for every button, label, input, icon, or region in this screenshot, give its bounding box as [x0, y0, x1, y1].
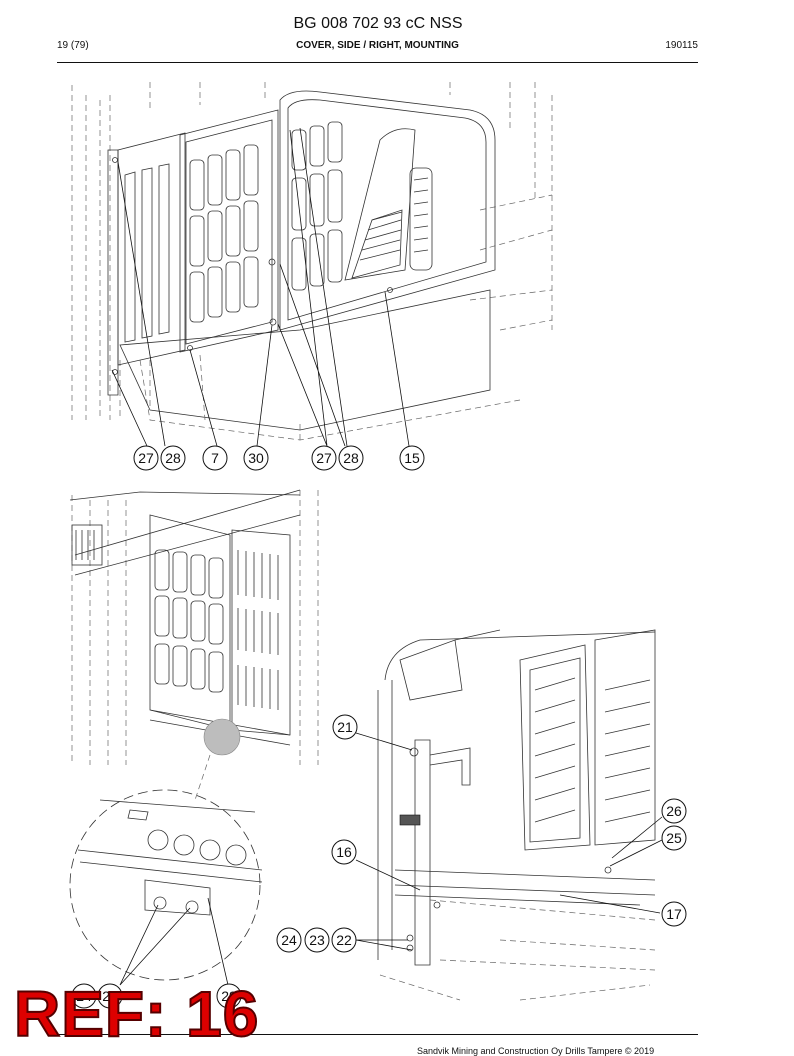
callout-24: 24	[281, 932, 297, 948]
callout-30: 30	[248, 450, 264, 466]
header-rule	[57, 62, 698, 63]
callout-25: 25	[666, 830, 682, 846]
callout-22: 22	[336, 932, 352, 948]
louver-slats	[534, 677, 651, 823]
callout-17: 17	[666, 906, 682, 922]
revision-date: 190115	[665, 40, 698, 51]
top-assembly-view: 27 28 7 30 27 28 15	[71, 82, 553, 471]
header-row: 19 (79) COVER, SIDE / RIGHT, MOUNTING 19…	[57, 40, 698, 56]
callout-21: 21	[337, 719, 353, 735]
grille-slots-middle	[189, 144, 259, 323]
callout-23: 23	[309, 932, 325, 948]
footer-copyright: Sandvik Mining and Construction Oy Drill…	[417, 1046, 655, 1056]
grille-slots-lower-left	[154, 549, 224, 693]
callout-29: 29	[221, 988, 237, 1004]
bottom-left-view: 24 25 29	[69, 489, 319, 1009]
callout-16: 16	[336, 844, 352, 860]
callout-15: 15	[404, 450, 420, 466]
ref-stamp: REF: 16	[13, 978, 260, 1050]
callout-25-detail: 25	[102, 988, 118, 1004]
callout-27-right: 27	[316, 450, 332, 466]
bottom-left-callouts: 24 25 29	[71, 983, 242, 1009]
document-code: BG 008 702 93 cC NSS	[293, 15, 463, 32]
callout-7: 7	[211, 450, 219, 466]
callout-28-right: 28	[343, 450, 359, 466]
page-title: COVER, SIDE / RIGHT, MOUNTING	[296, 40, 459, 51]
callout-28-left: 28	[165, 450, 181, 466]
callout-27-left: 27	[138, 450, 154, 466]
footer-rule	[57, 1034, 698, 1035]
top-callouts: 27 28 7 30 27 28 15	[133, 445, 425, 471]
bottom-right-view: 21 26 25 16 17 24 23 22	[276, 629, 687, 1001]
callout-26: 26	[666, 803, 682, 819]
bottom-right-callouts: 21 26 25 16 17 24 23 22	[276, 714, 687, 953]
grille-slots-right	[291, 121, 343, 291]
page-number: 19 (79)	[57, 40, 89, 51]
callout-24-detail: 24	[76, 988, 92, 1004]
